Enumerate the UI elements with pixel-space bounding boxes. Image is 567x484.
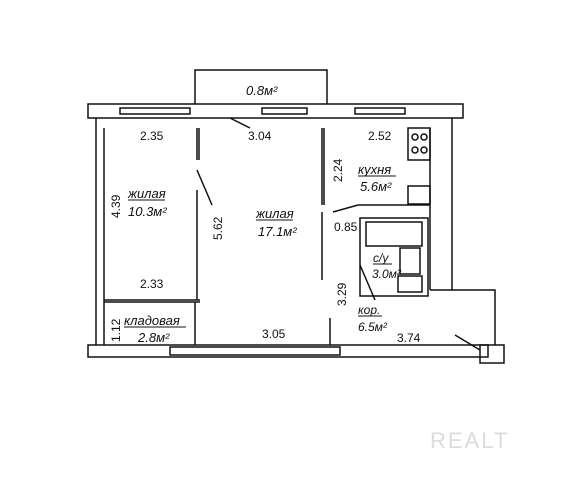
dim-kitchen-top-width: 2.52 (368, 129, 392, 143)
watermark: REALT (430, 428, 509, 453)
dim-corridor-height: 3.29 (335, 282, 349, 306)
door-kitchen (332, 204, 359, 213)
living-left-area: 10.3м² (128, 204, 167, 219)
living-center-area: 17.1м² (258, 224, 297, 239)
bathroom-area: 3.0м² (372, 267, 402, 281)
dim-center-height: 5.62 (211, 216, 225, 240)
kitchen-area: 5.6м² (360, 179, 392, 194)
bathroom-walls (359, 217, 429, 297)
dim-left-bottom-width: 2.33 (140, 277, 164, 291)
balcony-area: 0.8м² (246, 83, 278, 98)
dim-left-top-width: 2.35 (140, 129, 164, 143)
toilet (399, 247, 421, 275)
dim-kitchen-height: 2.24 (331, 158, 345, 182)
storage-top-wall (104, 299, 200, 303)
bathroom-name: с/у (373, 251, 389, 265)
vent-pointer (454, 334, 481, 351)
kitchen-sink (407, 185, 431, 205)
sink (397, 275, 423, 293)
vent-box (479, 344, 505, 364)
bathtub (365, 221, 423, 247)
right-outer-wall (429, 118, 453, 290)
partition-kitchen (321, 128, 325, 205)
door-left-room (196, 169, 213, 206)
dim-center-bottom-width: 3.05 (262, 327, 286, 341)
storage-area: 2.8м² (137, 330, 170, 345)
stove (407, 127, 431, 161)
corridor-name: кор. (358, 303, 380, 317)
dim-bathroom-width: 0.85 (334, 220, 358, 234)
storage-name: кладовая (124, 313, 180, 328)
dim-left-height: 4.39 (109, 194, 123, 218)
walls (87, 69, 505, 364)
corridor-area: 6.5м² (358, 320, 388, 334)
dim-corridor-bottom-width: 3.74 (397, 331, 421, 345)
balcony-outline (194, 69, 328, 104)
vent-line (430, 289, 496, 345)
balcony-door-swing (229, 117, 251, 129)
kitchen-name: кухня (358, 162, 391, 177)
left-outer-wall (95, 118, 105, 345)
door-bathroom (359, 264, 376, 301)
dim-center-top-width: 3.04 (248, 129, 272, 143)
dim-storage-height: 1.12 (109, 318, 123, 342)
partition-left-top (196, 128, 200, 160)
living-center-name: жилая (255, 206, 294, 221)
living-left-name: жилая (127, 186, 166, 201)
